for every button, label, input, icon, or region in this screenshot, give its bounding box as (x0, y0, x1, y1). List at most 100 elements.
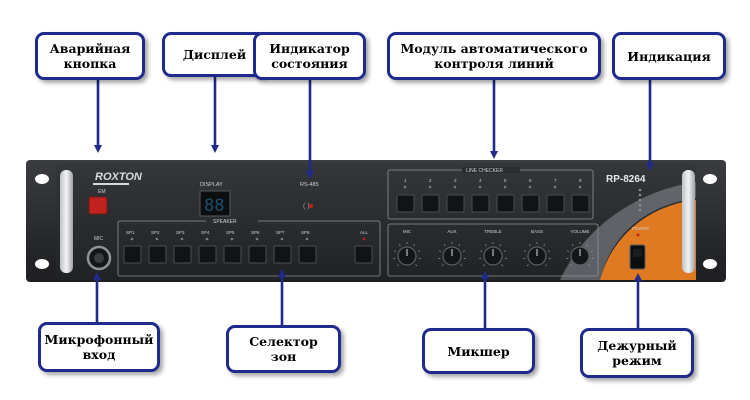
line-checker-led (478, 185, 482, 189)
line-checker-button[interactable] (421, 194, 440, 213)
mixer-knob-label: TREBLE (484, 229, 502, 234)
rs485-bracket: ( ) (303, 203, 310, 210)
indicator-led (638, 193, 642, 197)
speaker-zone-button[interactable] (273, 245, 292, 264)
line-checker-number: 4 (479, 178, 482, 183)
speaker-zone-label: SP5 (226, 230, 235, 235)
mixer-knob-tick (590, 250, 594, 252)
mixer-knob-tick (398, 244, 401, 247)
brand-logo: ROXTON (95, 171, 143, 183)
line-checker-button[interactable] (471, 194, 490, 213)
em-label: EM (98, 189, 106, 195)
display-window (199, 190, 231, 217)
speaker-zone-led (280, 237, 284, 241)
speaker-zone-led (180, 237, 184, 241)
mixer-knob-tick (499, 244, 502, 247)
speaker-zone-button[interactable] (148, 245, 167, 264)
speaker-zone-label: SP7 (276, 230, 285, 235)
line-checker-button[interactable] (571, 194, 590, 213)
mixer-knob-tick (415, 264, 418, 267)
mixer-knob-tick (526, 264, 529, 267)
mixer-knob-tick (503, 250, 507, 252)
power-switch-rocker (633, 249, 642, 257)
mixer-knob-tick (523, 250, 527, 252)
speaker-zone-led (230, 237, 234, 241)
speaker-zone-label: SP6 (251, 230, 260, 235)
mixer-knob-tick (441, 264, 444, 267)
speaker-zone-button[interactable] (223, 245, 242, 264)
mic-jack-center (94, 253, 104, 263)
mixer-knob-tick (417, 250, 421, 252)
mixer-knob-tick (393, 250, 397, 252)
line-checker-button[interactable] (496, 194, 515, 213)
callout-zone-selector: Селектор зон (226, 325, 341, 373)
mixer-knob-tick (443, 244, 446, 247)
line-checker-button[interactable] (521, 194, 540, 213)
callout-status-indicator: Индикатор состояния (253, 32, 366, 80)
line-checker-led (553, 185, 557, 189)
line-checker-led (453, 185, 457, 189)
mixer-knob-tick (528, 244, 531, 247)
speaker-zone-button[interactable] (248, 245, 267, 264)
speaker-zone-button[interactable] (123, 245, 142, 264)
speaker-zone-label: SP8 (301, 230, 310, 235)
mixer-knob-tick (545, 264, 548, 267)
mixer-knob-tick (484, 244, 487, 247)
mixer-knob-tick (462, 250, 466, 252)
all-label: ALL (360, 230, 369, 235)
all-zones-button (354, 245, 373, 264)
line-checker-button[interactable] (546, 194, 565, 213)
grey-accent (560, 182, 696, 280)
speaker-zone-label: SP3 (176, 230, 185, 235)
speaker-zone-led (130, 237, 134, 241)
line-checker-button[interactable] (446, 194, 465, 213)
line-checker-number: 7 (554, 178, 557, 183)
speaker-label-bg (206, 218, 258, 224)
mixer-knob-tick (569, 264, 572, 267)
line-checker-button[interactable] (396, 194, 415, 213)
speaker-zone-button[interactable] (198, 245, 217, 264)
display-digits: 88 (204, 196, 224, 216)
callout-indication: Индикация (612, 32, 726, 80)
line-checker-number: 3 (454, 178, 457, 183)
indicator-led (638, 188, 642, 192)
line-checker-led (428, 185, 432, 189)
mixer-knob-tick (586, 244, 589, 247)
speaker-zone-label: SP4 (201, 230, 210, 235)
speaker-label: SPEAKER (213, 219, 237, 225)
mixer-knob-tick (571, 244, 574, 247)
line-checker-label: LINE CHECKER (466, 168, 503, 174)
speaker-zone-button[interactable] (298, 245, 317, 264)
mixer-knob-tick (501, 264, 504, 267)
mixer-knob-label: AUX (447, 229, 456, 234)
rack-mount-hole (35, 259, 49, 269)
line-checker-number: 5 (504, 178, 507, 183)
mixer-knob-label: MIC (403, 229, 412, 234)
rack-mount-hole (703, 259, 717, 269)
mixer-knob-tick (566, 250, 570, 252)
brand-underline (93, 183, 129, 185)
line-checker-number: 8 (579, 178, 582, 183)
power-led (636, 233, 640, 237)
line-checker-number: 2 (429, 178, 432, 183)
display-label: DISPLAY (200, 182, 223, 188)
emergency-button (88, 196, 108, 215)
mixer-knob-tick (543, 244, 546, 247)
line-checker-number: 1 (404, 178, 407, 183)
left-handle (60, 170, 73, 273)
mixer-knob-tick (547, 250, 551, 252)
rs485-status-led (309, 204, 313, 208)
line-checker-led (503, 185, 507, 189)
all-led (362, 237, 366, 241)
speaker-zone-button[interactable] (173, 245, 192, 264)
indicator-led (638, 208, 642, 212)
mixer-knob-tick (482, 264, 485, 267)
power-label: POWER (632, 226, 650, 231)
callout-standby-mode: Дежурный режим (580, 328, 694, 378)
